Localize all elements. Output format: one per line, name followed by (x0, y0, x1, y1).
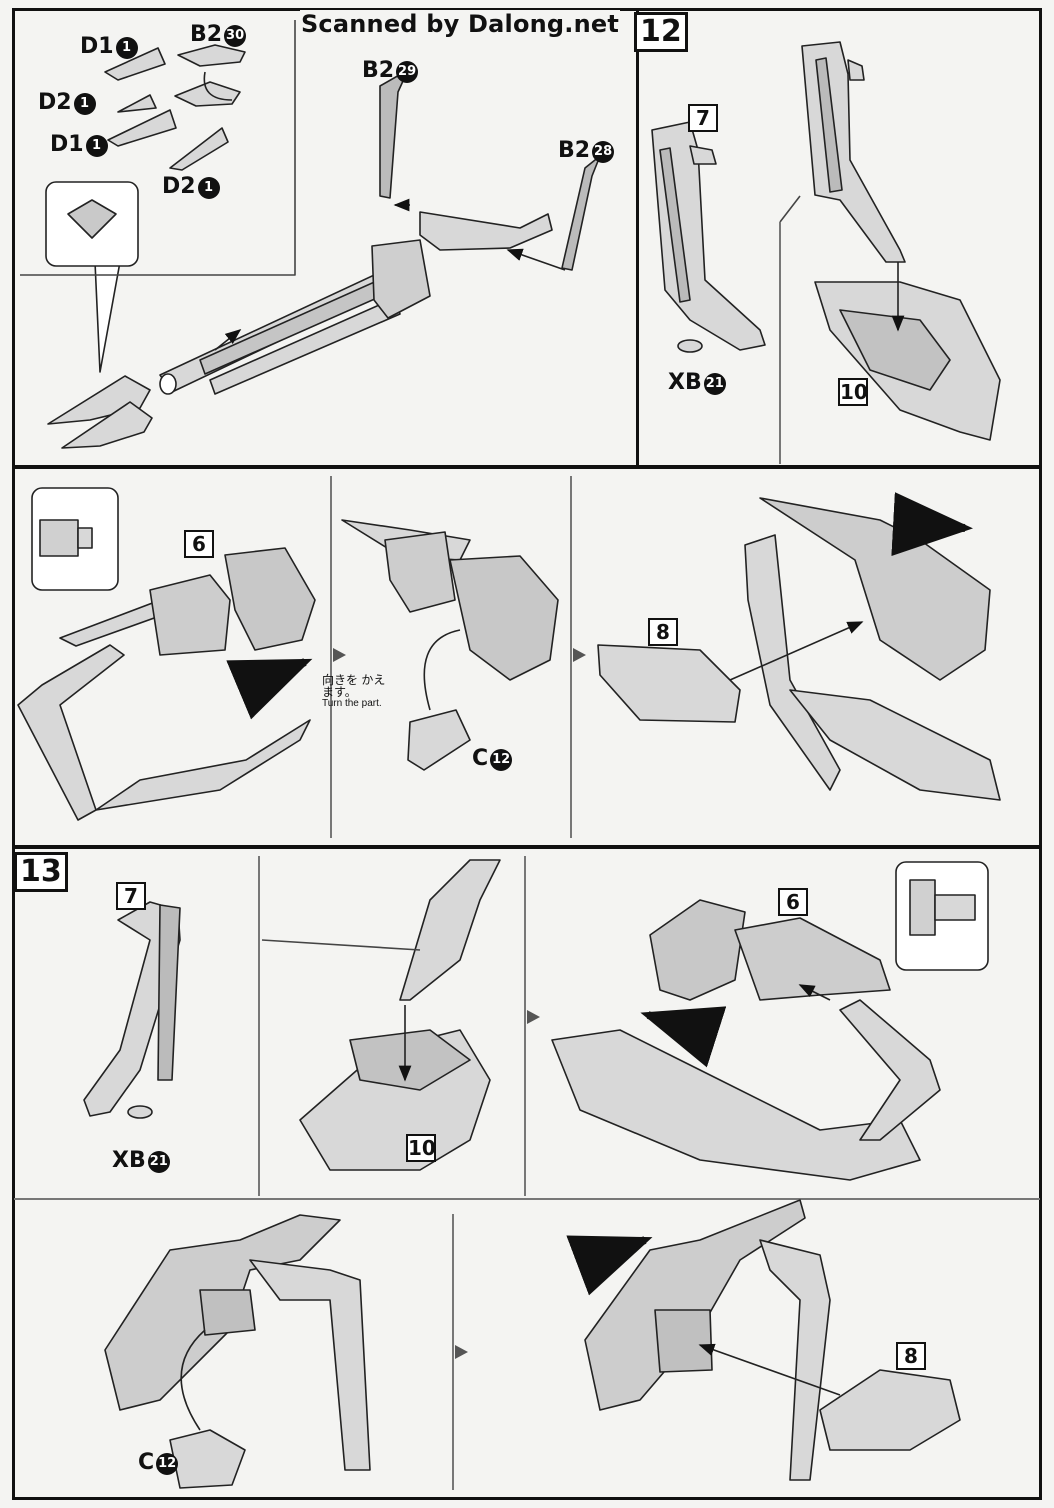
bottom-divider-1 (258, 856, 260, 1196)
bottom-divider-2 (524, 856, 526, 1196)
mid-divider-1 (330, 476, 332, 838)
part-box-6-mid: 6 (184, 530, 214, 558)
part-box-8-bottom: 8 (896, 1342, 926, 1370)
part-box-10-top: 10 (838, 378, 868, 406)
part-box-7-top: 7 (688, 104, 718, 132)
part-box-6-bottom: 6 (778, 888, 808, 916)
turn-part-note-en: Turn the part. (322, 698, 382, 709)
step-number-13: 13 (14, 852, 68, 892)
part-box-10-bottom: 10 (406, 1134, 436, 1162)
bottom-panel-frame (12, 846, 1042, 1500)
scan-watermark: Scanned by Dalong.net (300, 10, 620, 38)
top-panel-divider (636, 8, 639, 468)
step-number-12: 12 (634, 12, 688, 52)
mid-divider-2 (570, 476, 572, 838)
turn-part-note-jp: 向きを かえます。 (322, 673, 386, 699)
bottom-row-divider (14, 1198, 1040, 1200)
part-box-7-bottom: 7 (116, 882, 146, 910)
turn-part-note: 向きを かえます。 Turn the part. (322, 674, 392, 710)
part-box-8-mid: 8 (648, 618, 678, 646)
bottom-divider-3 (452, 1214, 454, 1490)
